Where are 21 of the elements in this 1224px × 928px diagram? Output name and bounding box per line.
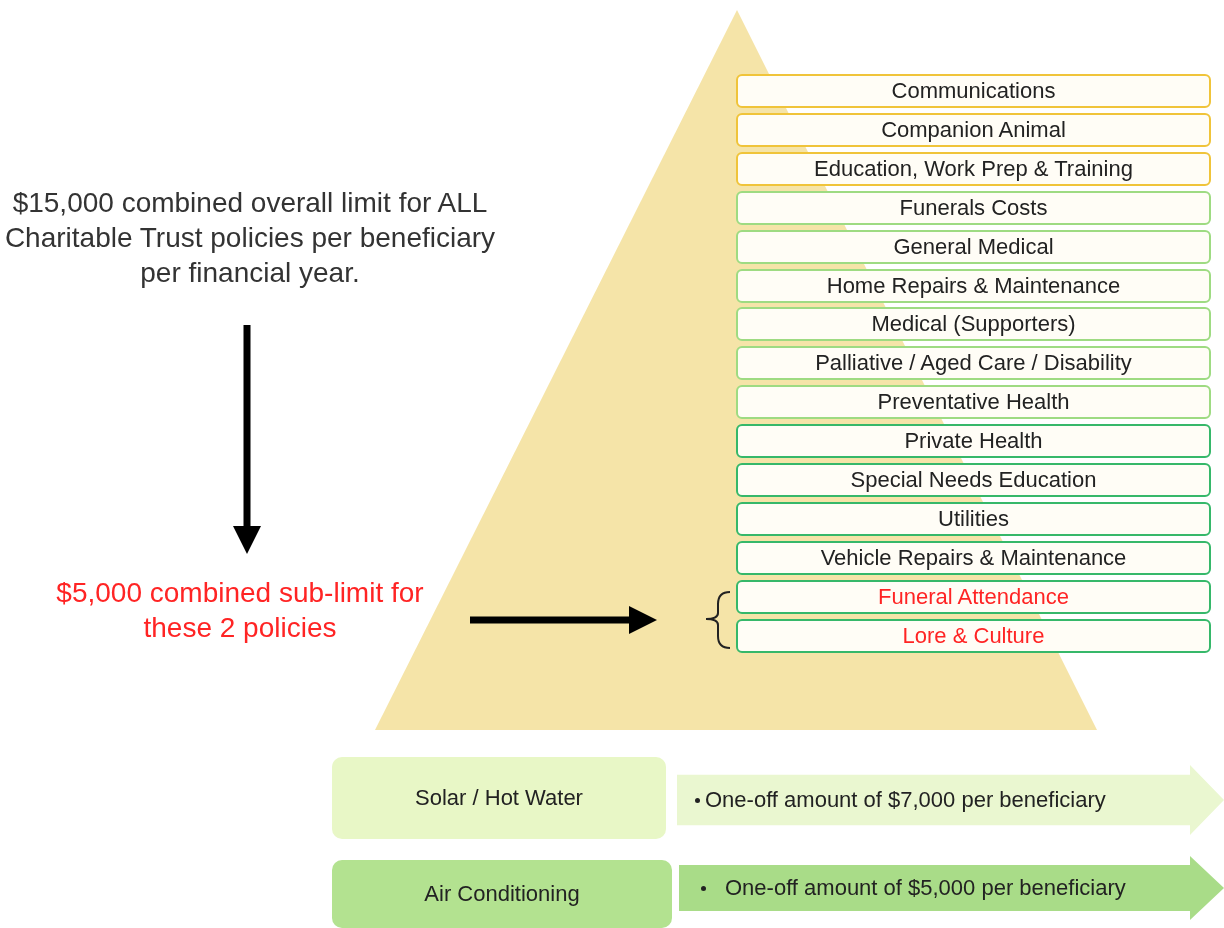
policy-box: Preventative Health bbox=[736, 385, 1211, 420]
policy-box: Palliative / Aged Care / Disability bbox=[736, 346, 1211, 381]
policy-box: Home Repairs & Maintenance bbox=[736, 268, 1211, 303]
category-box: Solar / Hot Water bbox=[332, 757, 666, 839]
policy-box: Private Health bbox=[736, 424, 1211, 459]
policy-box: Lore & Culture bbox=[736, 618, 1211, 653]
category-box: Air Conditioning bbox=[332, 860, 672, 928]
policy-box: Funeral Attendance bbox=[736, 579, 1211, 614]
benefit-text: One-off amount of $5,000 per beneficiary bbox=[725, 874, 1126, 902]
policy-box: Special Needs Education bbox=[736, 463, 1211, 497]
policy-box: Utilities bbox=[736, 501, 1211, 536]
policy-box: Communications bbox=[736, 74, 1211, 108]
policy-box: Vehicle Repairs & Maintenance bbox=[736, 540, 1211, 575]
benefit-text: One-off amount of $7,000 per beneficiary bbox=[705, 786, 1106, 814]
policy-box: Medical (Supporters) bbox=[736, 307, 1211, 342]
limit-note: $15,000 combined overall limit for ALL Charitable Trust policies per beneficiary per financial year. bbox=[0, 180, 500, 295]
policy-box: Funerals Costs bbox=[736, 190, 1211, 225]
policy-box: Education, Work Prep & Training bbox=[736, 151, 1211, 186]
policy-box: General Medical bbox=[736, 229, 1211, 264]
policy-box: Companion Animal bbox=[736, 112, 1211, 147]
sub-limit-note: $5,000 combined sub-limit for these 2 policies bbox=[50, 572, 430, 648]
